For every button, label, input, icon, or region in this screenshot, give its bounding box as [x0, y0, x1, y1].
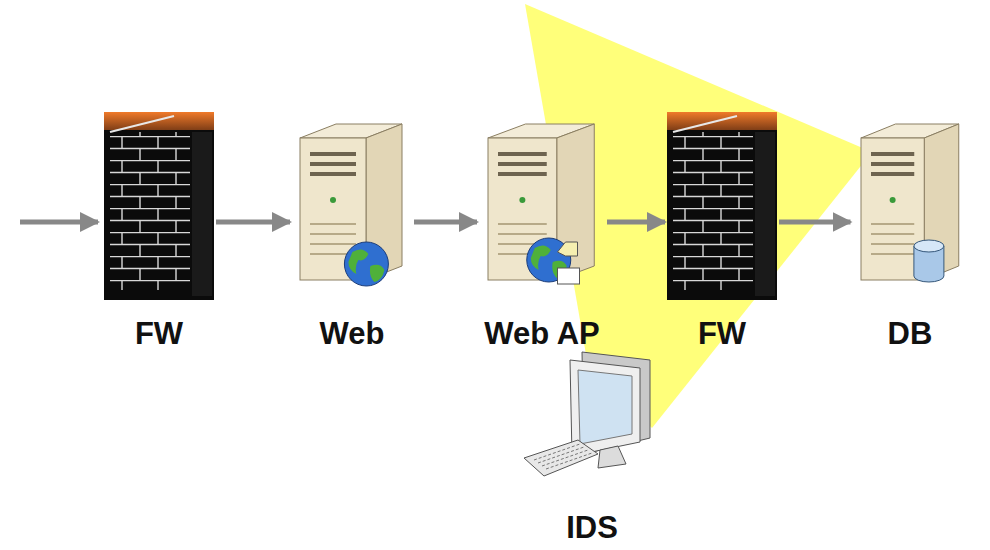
- node-label-block: FW: [104, 316, 214, 352]
- node-label: Web AP: [484, 316, 599, 352]
- flow-arrow: [607, 220, 665, 225]
- node-label: FW: [135, 316, 183, 352]
- incoming-traffic-arrow: [20, 220, 98, 225]
- db-icon: [853, 122, 968, 294]
- node-label-block: Web AP: [479, 316, 605, 352]
- node-label: IDS: [566, 510, 618, 546]
- node-label: DB: [888, 316, 933, 352]
- flow-arrow: [414, 220, 477, 225]
- node-label-block: Web: [292, 316, 412, 352]
- ap-icon: [480, 122, 605, 294]
- flow-arrow: [216, 220, 290, 225]
- firewall-node: FW: [667, 112, 777, 352]
- node-label: Web: [320, 316, 385, 352]
- server-node: DB: [853, 122, 968, 352]
- ids-icon: [522, 350, 662, 480]
- node-label-block: IDS: [522, 510, 662, 546]
- fw-icon: [667, 112, 777, 300]
- node-label-block: DB: [853, 316, 968, 352]
- node-label-block: FW: [667, 316, 777, 352]
- server-node: Web AP: [479, 122, 605, 352]
- ids-node: IDS: [522, 350, 662, 546]
- fw-icon: [104, 112, 214, 300]
- server-node: Web: [292, 122, 412, 352]
- node-label: FW: [698, 316, 746, 352]
- web-icon: [292, 122, 412, 294]
- firewall-node: FW: [104, 112, 214, 352]
- flow-arrow: [779, 220, 851, 225]
